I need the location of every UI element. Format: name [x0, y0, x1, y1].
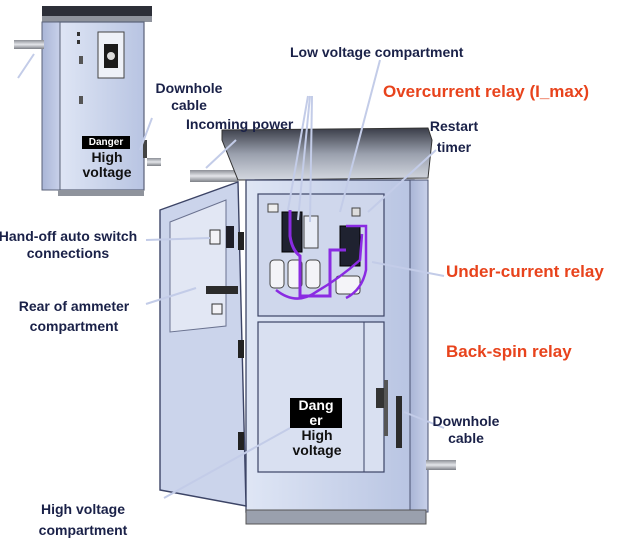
small-cabinet	[14, 6, 161, 196]
hv-compartment-line1: High voltage	[40, 501, 125, 517]
restart-timer-line1: Restart	[429, 118, 479, 134]
label-restart-timer: Restart timer	[416, 118, 492, 156]
label-back-spin-relay: Back-spin relay	[446, 342, 572, 361]
danger-large-line2: er	[309, 412, 323, 428]
label-hand-off-auto: Hand-off auto switch connections	[0, 228, 148, 262]
label-incoming-power: Incoming power	[186, 116, 294, 132]
high-voltage-large-line1: High	[301, 427, 333, 443]
label-under-current-relay: Under-current relay	[446, 262, 604, 281]
downhole-top-line1: Downhole	[155, 80, 223, 96]
high-voltage-small-line1: High	[91, 149, 123, 165]
downhole-top-line2: cable	[171, 97, 207, 113]
rear-ammeter-line2: compartment	[29, 318, 119, 334]
downhole-right-line1: Downhole	[432, 413, 500, 429]
hv-compartment-line2: compartment	[38, 522, 128, 538]
high-voltage-large-line2: voltage	[292, 442, 342, 458]
danger-sign-small: Danger	[82, 136, 130, 149]
label-low-voltage-compartment: Low voltage compartment	[290, 44, 464, 60]
restart-timer-line2: timer	[436, 139, 472, 155]
label-high-voltage-compartment: High voltage compartment	[18, 501, 148, 539]
large-cabinet	[159, 127, 456, 525]
label-downhole-cable-right: Downhole cable	[426, 413, 506, 447]
hand-off-auto-line2: connections	[26, 245, 110, 261]
hand-off-auto-line1: Hand-off auto switch	[0, 228, 138, 244]
leader-lines	[17, 53, 445, 499]
high-voltage-sign-small: High voltage	[82, 150, 132, 180]
danger-sign-large: Dang er	[290, 398, 342, 428]
high-voltage-sign-large: High voltage	[282, 428, 352, 458]
danger-large-line1: Dang	[298, 397, 334, 413]
rear-ammeter-line1: Rear of ammeter	[18, 298, 130, 314]
downhole-right-line2: cable	[448, 430, 484, 446]
label-downhole-cable-top: Downhole cable	[146, 80, 232, 114]
high-voltage-small-line2: voltage	[82, 164, 132, 180]
label-overcurrent-relay: Overcurrent relay (I_max)	[383, 82, 589, 101]
label-rear-ammeter: Rear of ammeter compartment	[2, 298, 146, 335]
